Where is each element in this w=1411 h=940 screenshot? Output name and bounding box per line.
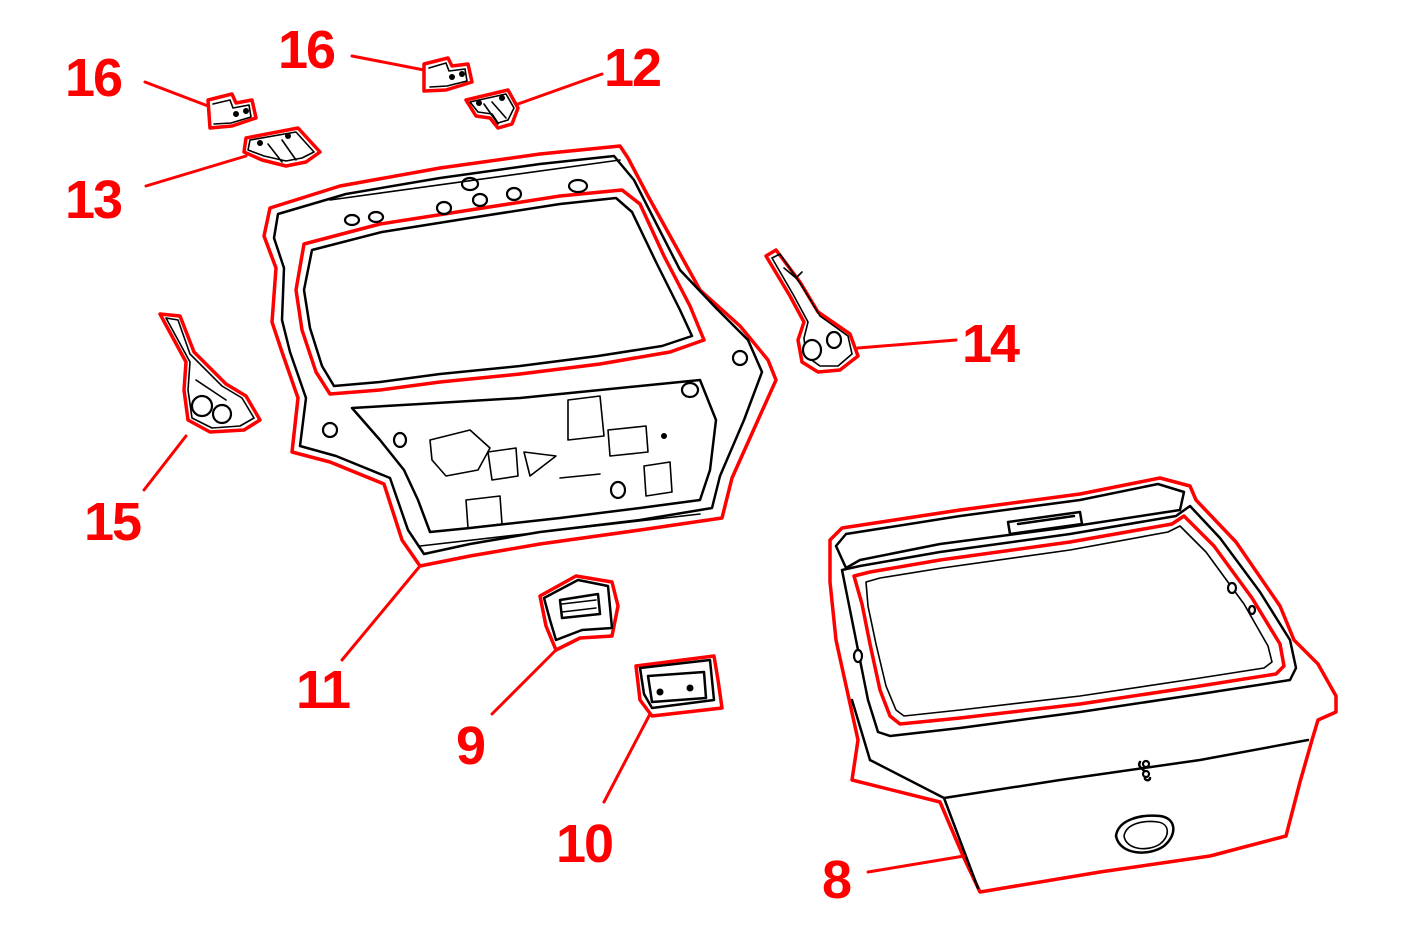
callout-13: 13	[65, 170, 122, 230]
leader-8	[866, 854, 966, 874]
part-16-bracket-right	[422, 56, 474, 93]
callout-15: 15	[84, 492, 141, 552]
callout-12: 12	[604, 38, 660, 98]
part-13-hinge-left	[242, 126, 322, 168]
leader-16-left	[143, 80, 210, 108]
leader-9	[490, 648, 558, 716]
callout-16-right: 16	[278, 20, 335, 80]
callout-16-left: 16	[65, 48, 122, 108]
leader-13	[144, 154, 248, 188]
leader-14	[856, 338, 958, 350]
part-9-bracket	[538, 574, 620, 652]
leader-12	[516, 72, 604, 106]
part-12-hinge-right	[464, 88, 520, 130]
callout-8: 8	[822, 850, 851, 910]
leader-15	[142, 434, 188, 492]
part-10-plate	[634, 654, 724, 718]
callout-11: 11	[296, 660, 350, 720]
part-11-tailgate-inner-frame	[262, 144, 778, 568]
callout-9: 9	[456, 716, 485, 776]
leader-11	[340, 564, 422, 662]
callout-10: 10	[556, 814, 612, 874]
callout-14: 14	[962, 314, 1020, 374]
leader-16-right	[350, 54, 426, 72]
part-16-bracket-left	[206, 92, 258, 130]
leader-10	[602, 712, 652, 804]
part-14-reinforcement-right	[764, 248, 860, 374]
part-8-tailgate-outer-panel	[828, 476, 1338, 894]
part-15-reinforcement-left	[158, 312, 262, 434]
